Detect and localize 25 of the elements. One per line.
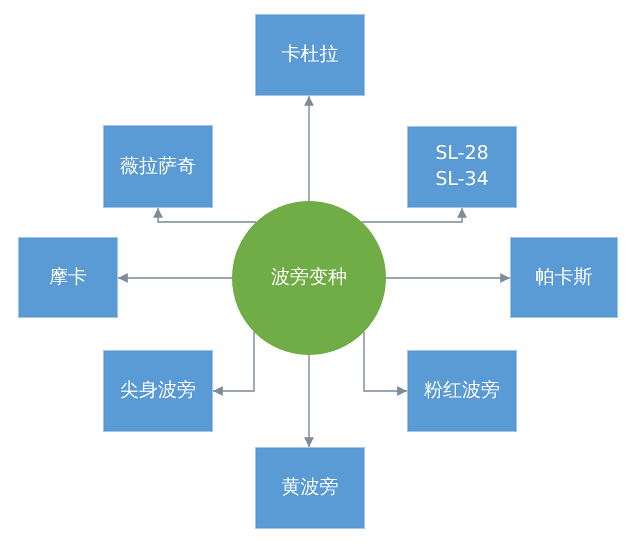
category-box bbox=[407, 350, 517, 432]
arrow bbox=[304, 96, 314, 201]
arrow bbox=[153, 208, 256, 223]
node-label: 波旁变种 bbox=[270, 265, 348, 290]
node-label: 黄波旁 bbox=[280, 475, 340, 500]
category-box bbox=[255, 14, 365, 96]
node-label: SL-28 SL-34 bbox=[434, 141, 490, 192]
arrow bbox=[304, 355, 314, 447]
arrow bbox=[363, 332, 407, 396]
node-label: 摩卡 bbox=[48, 264, 88, 290]
category-box bbox=[407, 126, 517, 208]
arrow bbox=[118, 273, 232, 283]
arrow bbox=[362, 208, 467, 223]
node-label: 卡杜拉 bbox=[280, 42, 340, 68]
arrow bbox=[386, 273, 510, 283]
category-box bbox=[103, 350, 213, 432]
node-label: 粉红波旁 bbox=[423, 378, 501, 404]
category-box bbox=[103, 125, 213, 208]
category-box bbox=[18, 237, 118, 318]
category-box bbox=[510, 237, 618, 318]
node-label: 尖身波旁 bbox=[119, 378, 197, 404]
node-label: 帕卡斯 bbox=[534, 264, 594, 290]
node-label: 薇拉萨奇 bbox=[119, 154, 197, 179]
arrow bbox=[213, 332, 255, 396]
category-box bbox=[255, 447, 365, 529]
